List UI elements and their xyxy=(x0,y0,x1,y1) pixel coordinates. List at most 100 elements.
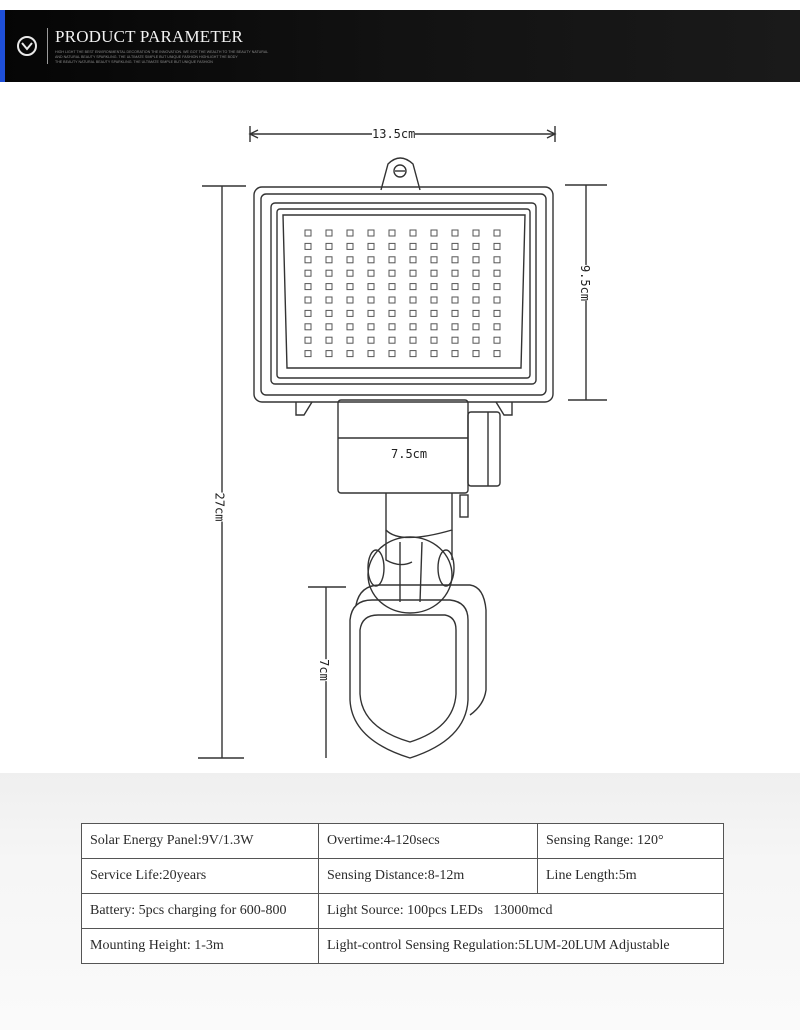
width-dimension-label: 13.5cm xyxy=(372,127,416,141)
led-dot xyxy=(325,336,333,344)
led-dot xyxy=(472,229,480,237)
led-dot xyxy=(304,283,312,291)
banner-subtitle-line: AND NATURAL BEAUTY SPARKLING. THE ULTIMA… xyxy=(55,55,238,59)
led-dot xyxy=(472,283,480,291)
led-dot xyxy=(388,229,396,237)
led-dot xyxy=(346,309,354,317)
led-dot xyxy=(304,336,312,344)
sensor-height-dimension-label: 7cm xyxy=(316,659,331,681)
led-dot xyxy=(430,323,438,331)
led-dot xyxy=(430,229,438,237)
led-dot xyxy=(451,323,459,331)
led-dot xyxy=(472,336,480,344)
led-dot xyxy=(346,229,354,237)
led-dot xyxy=(388,309,396,317)
led-dot xyxy=(493,350,501,358)
led-dot xyxy=(472,256,480,264)
led-dot xyxy=(430,269,438,277)
led-dot xyxy=(493,309,501,317)
banner-subtitle-line: THE BEAUTY NATURAL BEAUTY SPARKLING. THE… xyxy=(55,60,213,64)
table-cell: Light-control Sensing Regulation:5LUM-20… xyxy=(318,928,724,964)
led-dot xyxy=(388,269,396,277)
led-dot xyxy=(451,283,459,291)
led-dot xyxy=(430,283,438,291)
led-dot xyxy=(493,336,501,344)
banner-subtitle-line: HIGH LIGHT THE BEST ENVIRONMENTAL DECORA… xyxy=(55,50,269,54)
led-dot xyxy=(472,309,480,317)
table-cell: Overtime:4-120secs xyxy=(318,823,538,859)
led-dot xyxy=(325,242,333,250)
led-dot xyxy=(367,242,375,250)
led-dot xyxy=(493,269,501,277)
total-height-dimension-label: 27cm xyxy=(212,492,227,522)
led-dot xyxy=(388,350,396,358)
led-dot xyxy=(346,323,354,331)
led-dot xyxy=(304,323,312,331)
table-cell: Sensing Range: 120° xyxy=(537,823,724,859)
led-dot xyxy=(430,336,438,344)
led-dot xyxy=(325,256,333,264)
led-dot xyxy=(451,269,459,277)
table-cell: Mounting Height: 1-3m xyxy=(81,928,319,964)
table-cell: Line Length:5m xyxy=(537,858,724,894)
led-dot xyxy=(325,309,333,317)
led-dot xyxy=(451,256,459,264)
led-dot xyxy=(325,323,333,331)
led-dot xyxy=(472,350,480,358)
banner-accent-bar xyxy=(0,10,5,82)
floodlight-sketch xyxy=(198,126,607,759)
led-dot xyxy=(430,309,438,317)
led-dot xyxy=(388,323,396,331)
led-dot xyxy=(409,269,417,277)
led-dot xyxy=(388,256,396,264)
led-dot xyxy=(325,269,333,277)
led-dot xyxy=(346,242,354,250)
led-dot xyxy=(472,269,480,277)
led-dot xyxy=(304,309,312,317)
led-dot xyxy=(451,229,459,237)
led-dot xyxy=(430,242,438,250)
led-dot xyxy=(451,350,459,358)
table-row: Service Life:20years Sensing Distance:8-… xyxy=(81,858,724,894)
panel-height-dimension-label: 9.5cm xyxy=(578,264,593,302)
led-dot xyxy=(472,323,480,331)
table-cell: Light Source: 100pcs LEDs 13000mcd xyxy=(318,893,724,929)
header-banner: PRODUCT PARAMETER HIGH LIGHT THE BEST EN… xyxy=(0,10,800,82)
table-row: Mounting Height: 1-3m Light-control Sens… xyxy=(81,928,724,964)
led-dot xyxy=(409,296,417,304)
led-dot xyxy=(388,336,396,344)
table-cell: Solar Energy Panel:9V/1.3W xyxy=(81,823,319,859)
table-row: Battery: 5pcs charging for 600-800 Light… xyxy=(81,893,724,929)
led-dot xyxy=(367,336,375,344)
spec-table: Solar Energy Panel:9V/1.3W Overtime:4-12… xyxy=(81,823,724,964)
led-dot xyxy=(367,283,375,291)
led-dot xyxy=(493,256,501,264)
led-dot xyxy=(304,256,312,264)
led-dot xyxy=(388,283,396,291)
led-dot xyxy=(367,256,375,264)
table-cell: Battery: 5pcs charging for 600-800 xyxy=(81,893,319,929)
led-dot xyxy=(346,350,354,358)
table-row: Solar Energy Panel:9V/1.3W Overtime:4-12… xyxy=(81,823,724,859)
led-dot xyxy=(493,296,501,304)
product-dimension-diagram: 13.5cm 9.5cm 7.5cm 27cm 7cm xyxy=(0,90,800,770)
led-dot xyxy=(409,309,417,317)
chevron-down-circle-icon xyxy=(17,36,37,56)
led-dot xyxy=(325,350,333,358)
led-dot xyxy=(325,229,333,237)
led-dot xyxy=(493,283,501,291)
led-dot xyxy=(367,350,375,358)
led-dot xyxy=(367,323,375,331)
led-dot xyxy=(367,296,375,304)
led-dot xyxy=(409,336,417,344)
led-dot xyxy=(367,309,375,317)
table-cell: Service Life:20years xyxy=(81,858,319,894)
led-dot xyxy=(367,269,375,277)
led-dot xyxy=(304,350,312,358)
led-dot xyxy=(493,323,501,331)
led-dot xyxy=(409,283,417,291)
led-dot xyxy=(304,296,312,304)
led-dot xyxy=(304,229,312,237)
led-dot xyxy=(325,283,333,291)
led-dot xyxy=(325,296,333,304)
